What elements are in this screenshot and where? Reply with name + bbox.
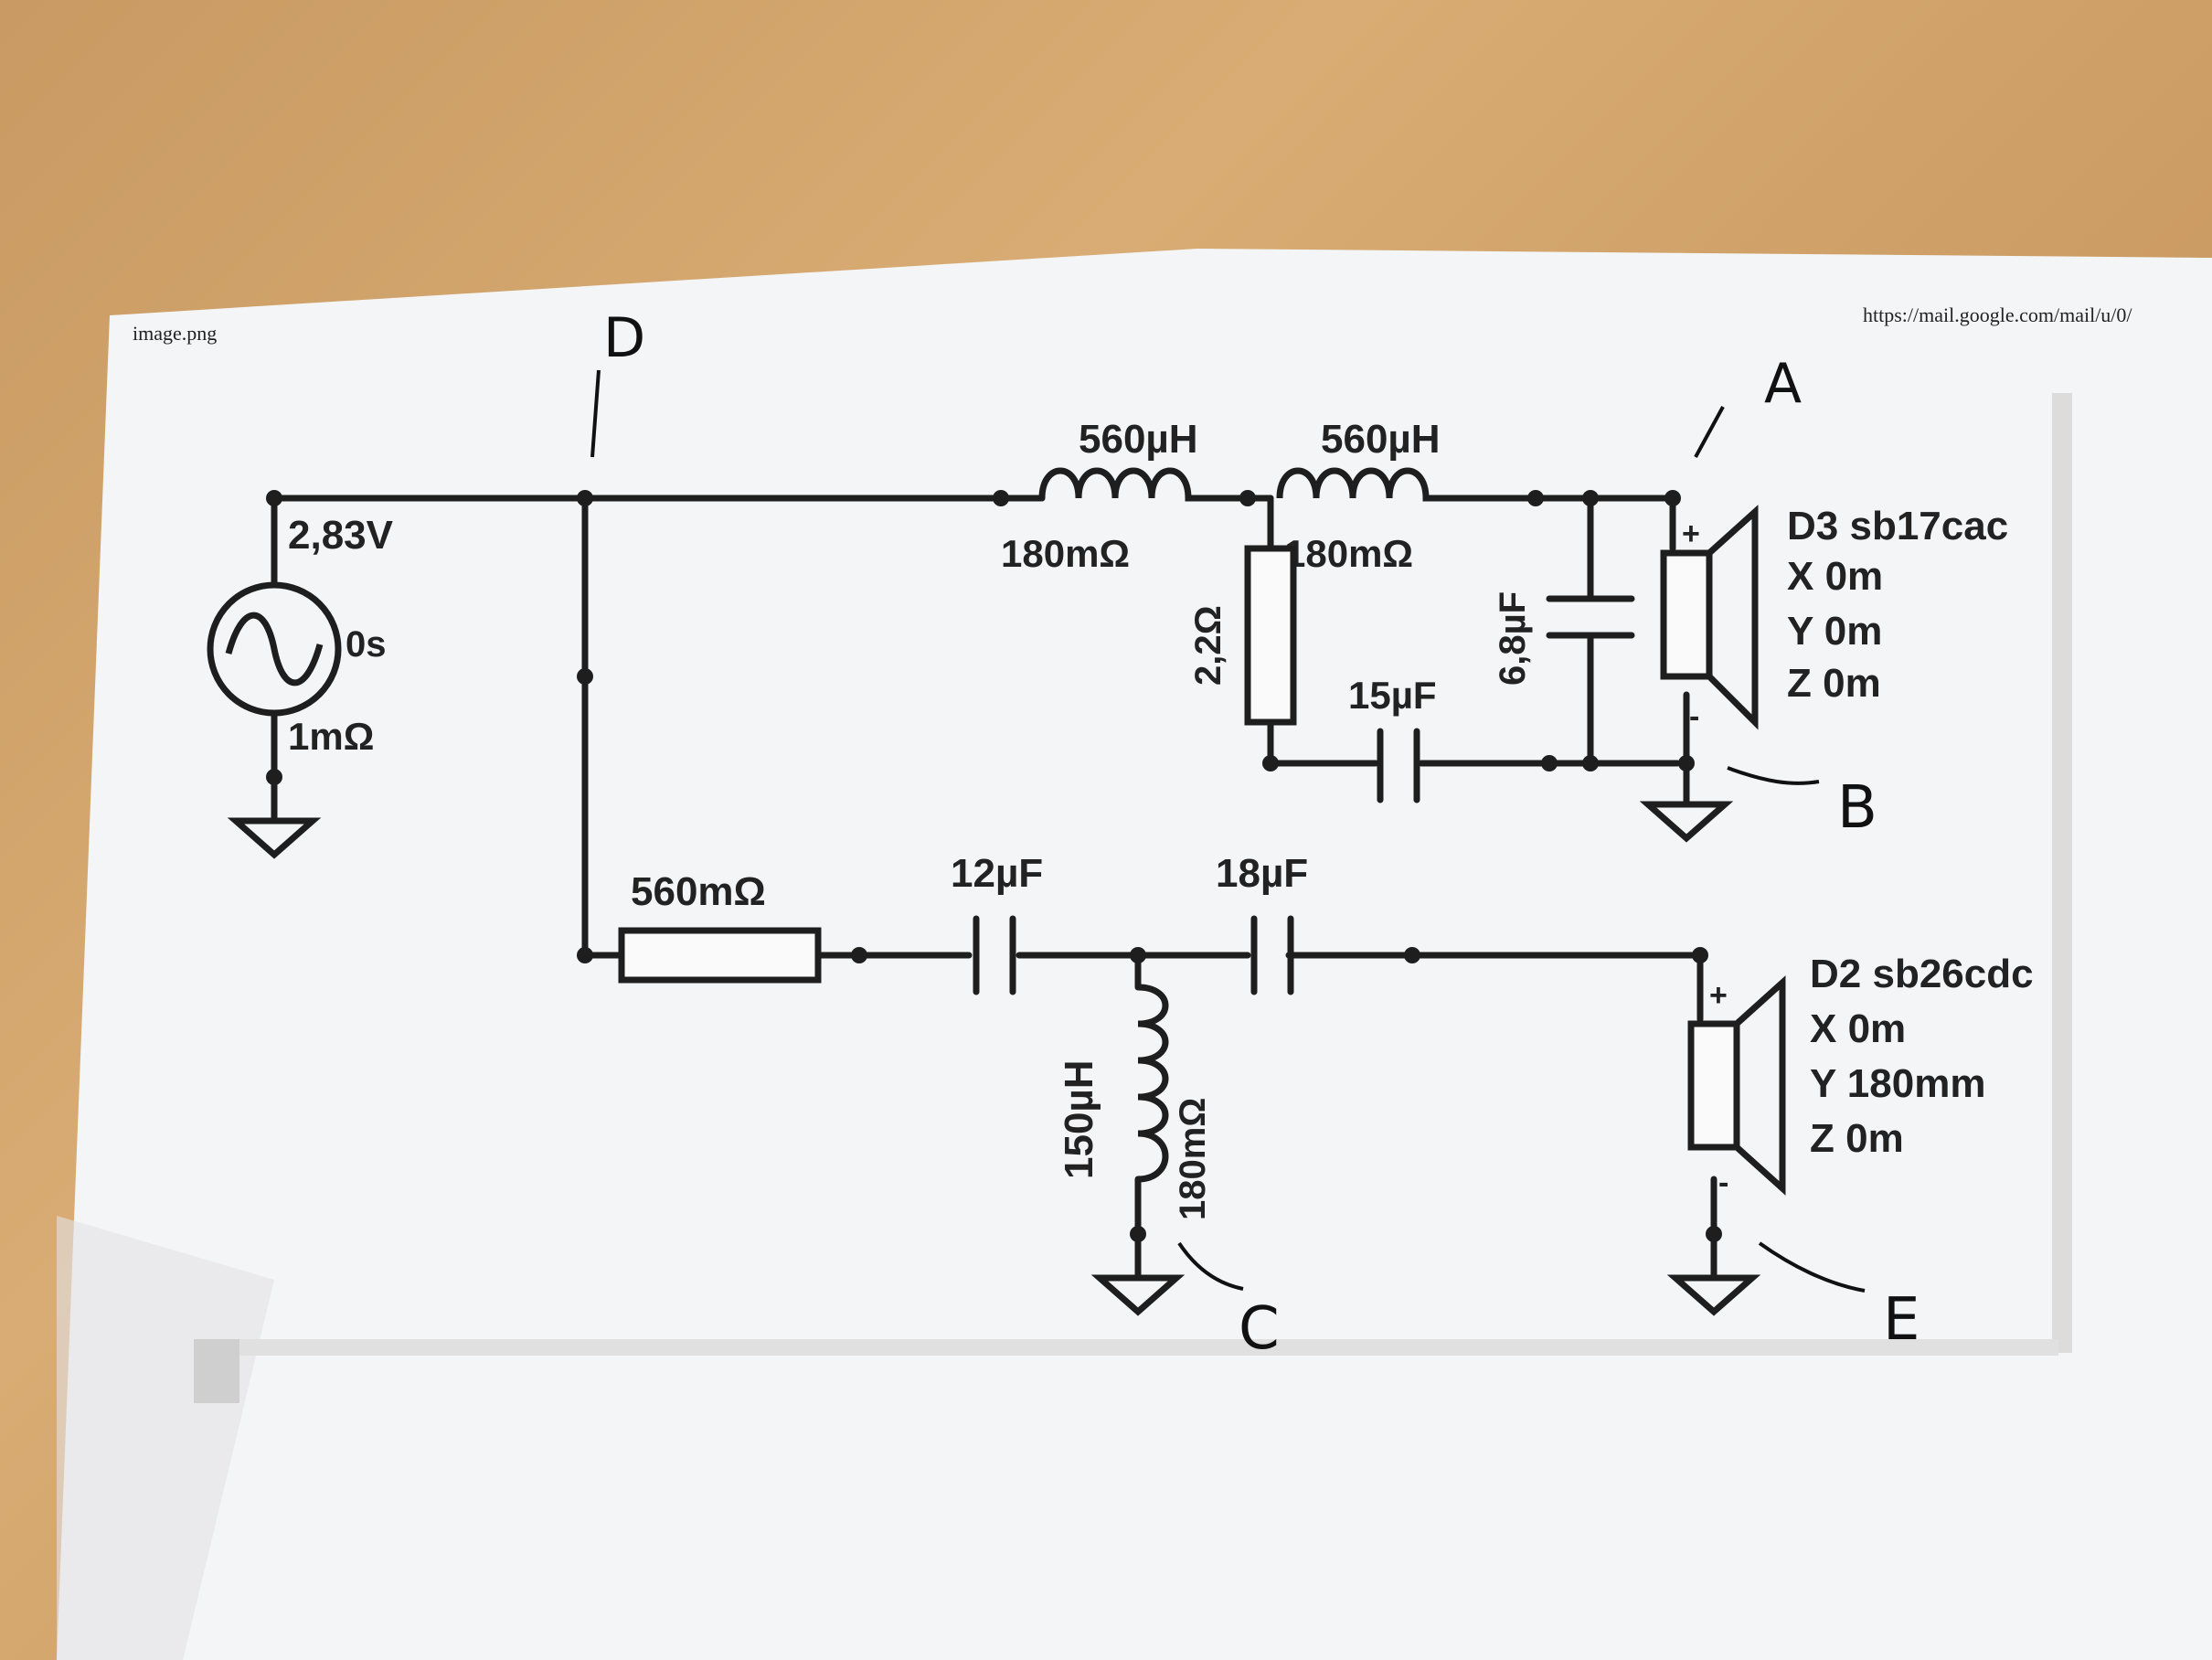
resistor-560-label: 560mΩ: [631, 869, 766, 914]
annotation-a: A: [1764, 352, 1802, 416]
annotation-e: E: [1883, 1286, 1920, 1354]
inductor-l1-value: 560µH: [1079, 417, 1198, 462]
d2-minus-sign: -: [1718, 1165, 1728, 1200]
d2-name: D2 sb26cdc: [1810, 952, 2034, 996]
d2-plus-sign: +: [1709, 978, 1728, 1013]
d3-minus-sign: -: [1689, 699, 1699, 734]
ground-symbol-tweeter: [1639, 787, 1734, 843]
wires: [271, 495, 1717, 1270]
capacitor-6-8uf: 6,8µF: [1493, 591, 1635, 686]
url-header: https://mail.google.com/mail/u/0/: [1863, 303, 2132, 326]
resistor-2-2-ohm: 2,2Ω: [1188, 545, 1297, 726]
ground-symbol-source: [227, 773, 322, 859]
d3-z: Z 0m: [1787, 661, 1881, 706]
annotation-b: B: [1837, 774, 1877, 842]
schematic-frame-bottom: [194, 1339, 2058, 1356]
d3-plus-sign: +: [1682, 516, 1700, 551]
source-voltage-label: 2,83V: [288, 513, 394, 558]
capacitor-12uf: 12µF: [951, 851, 1043, 995]
capacitor-15uf-label: 15µF: [1348, 674, 1437, 717]
d3-x: X 0m: [1787, 554, 1883, 599]
filename-header: image.png: [133, 322, 217, 345]
blur-block: [194, 1339, 239, 1403]
capacitor-18uf-label: 18µF: [1216, 851, 1308, 896]
d3-name: D3 sb17cac: [1787, 504, 2008, 548]
inductor-l3-value: 150µH: [1057, 1059, 1101, 1179]
inductor-l1-resistance: 180mΩ: [1001, 532, 1130, 575]
handwritten-annotations: D A B C E: [590, 306, 1920, 1363]
d2-y: Y 180mm: [1810, 1061, 1985, 1106]
inductor-l2-resistance: 180mΩ: [1284, 532, 1413, 575]
inductor-l1: 560µH 180mΩ: [1001, 417, 1207, 575]
schematic-frame: [2052, 393, 2072, 1353]
resistor-560-mohm: 560mΩ: [618, 869, 822, 984]
ground-symbol-inductor: [1090, 1262, 1186, 1316]
source-resistance-label: 1mΩ: [288, 715, 374, 758]
junction-dots: [266, 490, 1722, 1242]
d3-y: Y 0m: [1787, 609, 1882, 654]
inductor-l3: 150µH 180mΩ: [1057, 984, 1213, 1220]
annotation-d: D: [603, 306, 645, 370]
annotation-c: C: [1239, 1295, 1280, 1363]
speaker-d3: + - D3 sb17cac X 0m Y 0m Z 0m: [1660, 504, 2008, 734]
voltage-source: 2,83V 0s 1mΩ: [207, 513, 394, 758]
inductor-l2-value: 560µH: [1321, 417, 1441, 462]
capacitor-6-8uf-label: 6,8µF: [1493, 591, 1533, 686]
d2-x: X 0m: [1810, 1006, 1906, 1051]
inductor-l3-resistance: 180mΩ: [1173, 1098, 1213, 1220]
capacitor-12uf-label: 12µF: [951, 851, 1043, 896]
capacitor-18uf: 18µF: [1216, 851, 1308, 995]
resistor-2-2-label: 2,2Ω: [1188, 605, 1228, 686]
speaker-d2: + - D2 sb26cdc X 0m Y 180mm Z 0m: [1687, 952, 2034, 1200]
paper-shadow: [57, 1216, 274, 1660]
ground-symbol-woofer: [1666, 1258, 1761, 1316]
source-delay-label: 0s: [346, 624, 387, 665]
inductor-l2: 560µH 180mΩ: [1276, 417, 1462, 576]
capacitor-15uf: 15µF: [1348, 674, 1437, 803]
d2-z: Z 0m: [1810, 1116, 1904, 1161]
